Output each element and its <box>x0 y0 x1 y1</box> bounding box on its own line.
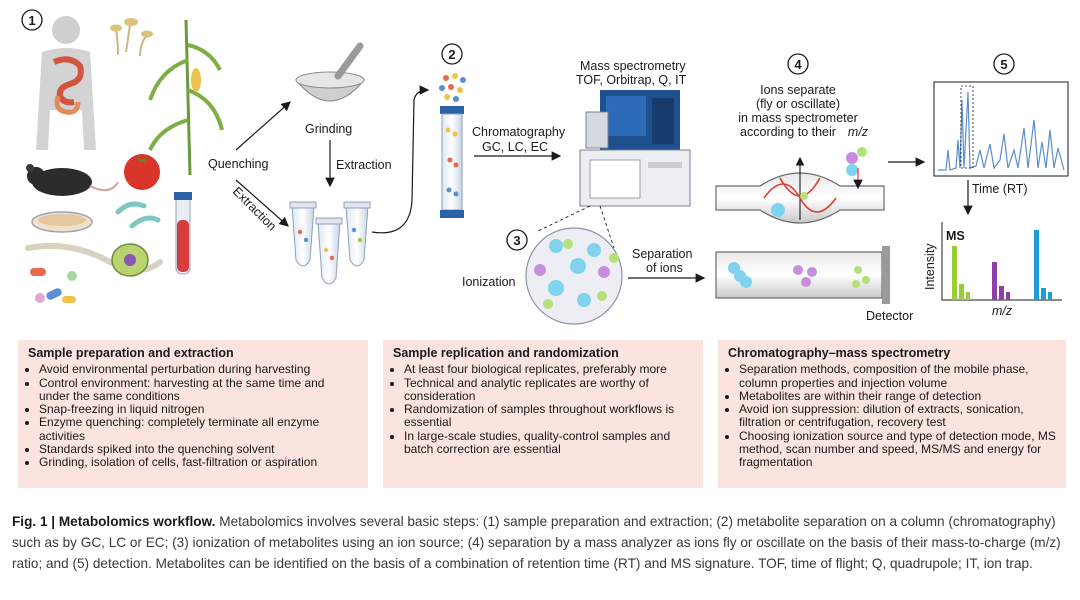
separation-of-ions-label: of ions <box>646 261 683 275</box>
list-item: Standards spiked into the quenching solv… <box>39 442 358 456</box>
chromatography-column-illustration <box>440 106 464 218</box>
bacteria-illustration <box>115 201 161 229</box>
ionization-chamber-illustration <box>525 227 623 325</box>
petri-dish-illustration <box>31 211 93 233</box>
ionization-label: Ionization <box>462 275 516 289</box>
ms-title-label: Mass spectrometry <box>580 59 686 73</box>
chromatography-label: Chromatography <box>472 125 566 139</box>
arrow-tubes-column <box>371 85 430 234</box>
quenching-label: Quenching <box>208 157 269 171</box>
list-item: Separation methods, composition of the m… <box>739 363 1056 390</box>
box-title: Sample preparation and extraction <box>28 346 234 360</box>
list-item: In large-scale studies, quality-control … <box>404 429 693 457</box>
box-chromatography-ms: Chromatography–mass spectrometry Separat… <box>718 340 1066 488</box>
zoom-line-2 <box>599 205 615 249</box>
step-2-badge: 2 <box>441 43 463 65</box>
arrow-extraction-tubes <box>235 179 289 227</box>
caption-text: Metabolomics involves several basic step… <box>12 514 1061 571</box>
box-list: Separation methods, composition of the m… <box>728 363 1056 469</box>
caption-lead: Fig. 1 | Metabolomics workflow. <box>12 514 216 529</box>
list-item: Enzyme quenching: completely terminate a… <box>39 416 358 443</box>
svg-text:3: 3 <box>513 233 520 248</box>
list-item: Metabolites are within their range of de… <box>739 389 1056 403</box>
extraction-diagonal-label: Extraction <box>230 184 279 233</box>
workflow-diagram: 1 <box>21 9 1069 325</box>
list-item: Choosing ionization source and type of d… <box>739 429 1056 470</box>
ions-separate-label-1: Ions separate <box>760 83 836 97</box>
list-item: Technical and analytic replicates are wo… <box>404 376 693 404</box>
ms-spectrum-panel <box>941 222 1062 301</box>
metabolite-dots <box>439 73 466 102</box>
zoom-line-1 <box>535 205 591 233</box>
intensity-label: Intensity <box>923 243 937 290</box>
chromatogram-panel <box>933 81 1069 177</box>
svg-text:2: 2 <box>448 47 455 62</box>
tomato-illustration <box>124 154 160 190</box>
list-item: Avoid environmental perturbation during … <box>39 362 358 376</box>
list-item: Randomization of samples throughout work… <box>404 403 693 430</box>
step-4-badge: 4 <box>787 53 809 75</box>
mass-spectrometer-illustration <box>579 90 691 207</box>
pills-illustration <box>30 268 77 303</box>
list-item: Control environment: harvesting at the s… <box>39 376 358 404</box>
box-title: Sample replication and randomization <box>393 346 619 360</box>
detector-label: Detector <box>866 309 913 323</box>
time-rt-label: Time (RT) <box>972 182 1028 196</box>
grinding-label: Grinding <box>305 122 352 136</box>
box-title: Chromatography–mass spectrometry <box>728 346 951 360</box>
chromatography-types-label: GC, LC, EC <box>482 140 548 154</box>
list-item: Avoid ion suppression: dilution of extra… <box>739 403 1056 430</box>
box-sample-replication: Sample replication and randomization At … <box>383 340 703 488</box>
test-tube-illustration <box>174 192 192 275</box>
step-5-badge: 5 <box>993 53 1015 75</box>
ion-trap-illustration <box>715 147 885 224</box>
step-3-badge: 3 <box>506 229 528 251</box>
list-item: Snap-freezing in liquid nitrogen <box>39 402 358 416</box>
microtubes-illustration <box>289 201 371 285</box>
mouse-illustration <box>26 164 119 196</box>
svg-text:1: 1 <box>28 13 35 28</box>
mortar-pestle-illustration <box>294 42 366 102</box>
ms-label: MS <box>946 229 965 243</box>
ions-separate-label-3: in mass spectrometer <box>738 111 857 125</box>
arrow-quenching-grinding <box>235 101 291 151</box>
mz-axis-label: m/z <box>992 304 1013 318</box>
box-sample-preparation: Sample preparation and extraction Avoid … <box>18 340 368 488</box>
box-list: At least four biological replicates, pre… <box>393 362 693 457</box>
human-body-illustration <box>36 16 96 150</box>
extraction-label: Extraction <box>336 158 392 172</box>
svg-text:5: 5 <box>1000 57 1007 72</box>
plant-cell-illustration <box>111 243 149 277</box>
separation-label: Separation <box>632 247 693 261</box>
flight-tube-illustration <box>715 246 890 304</box>
ms-types-label: TOF, Orbitrap, Q, IT <box>576 73 687 87</box>
list-item: Grinding, isolation of cells, fast-filtr… <box>39 456 358 470</box>
ions-separate-label-4: according to their <box>740 125 836 139</box>
figure-caption: Fig. 1 | Metabolomics workflow. Metabolo… <box>12 511 1072 574</box>
box-list: Avoid environmental perturbation during … <box>28 362 358 470</box>
ions-separate-mz: m/z <box>848 125 869 139</box>
ions-separate-label-2: (fly or oscillate) <box>756 97 840 111</box>
mushroom-illustration <box>110 18 153 57</box>
step-1-badge: 1 <box>21 9 43 31</box>
corn-plant-illustration <box>148 19 224 176</box>
list-item: At least four biological replicates, pre… <box>404 362 693 376</box>
svg-text:4: 4 <box>794 57 802 72</box>
